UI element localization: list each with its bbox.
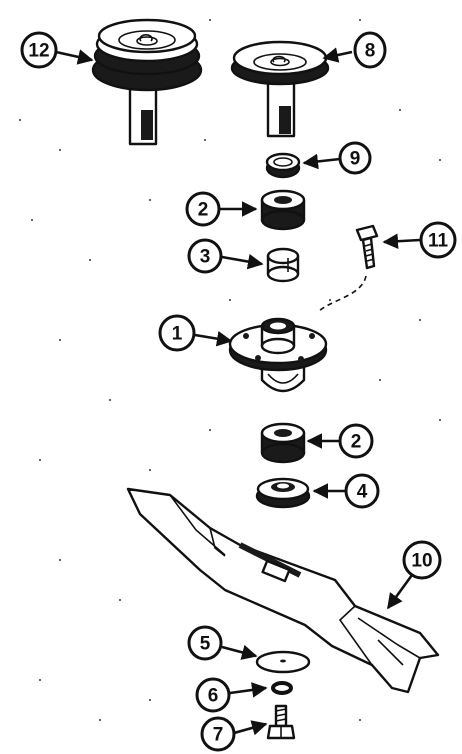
- double-pulley-part: [91, 18, 203, 146]
- callout-5: 5: [187, 625, 223, 661]
- mower-blade-part: [126, 487, 440, 694]
- callout-label: 12: [28, 41, 49, 62]
- callout-label: 9: [350, 149, 361, 170]
- leader-arrows: [55, 47, 421, 736]
- callout-7: 7: [200, 716, 236, 752]
- callout-label: 3: [200, 247, 211, 268]
- lower-bearing-part: [260, 422, 306, 464]
- spindle-housing-part: [228, 317, 328, 393]
- callout-label: 8: [365, 41, 376, 62]
- callout-label: 4: [357, 482, 368, 503]
- callout-label: 6: [208, 686, 219, 707]
- callout-9: 9: [338, 141, 372, 175]
- callout-3: 3: [187, 238, 223, 274]
- retainer-part: [255, 477, 311, 509]
- callout-label: 10: [411, 551, 432, 572]
- callout-label: 2: [351, 432, 362, 453]
- callout-label: 7: [213, 725, 224, 746]
- bushing-part: [266, 247, 300, 283]
- washer-part: [255, 650, 311, 674]
- bolt-part: [355, 224, 379, 270]
- callout-label: 2: [198, 200, 209, 221]
- callout-6: 6: [195, 677, 231, 713]
- single-pulley-part: [230, 40, 330, 138]
- callout-2-lower: 2: [338, 423, 374, 459]
- bolt-guide-line: [317, 275, 367, 313]
- lock-washer-part: [271, 681, 293, 695]
- blade-bolt-part: [266, 704, 296, 740]
- callout-1: 1: [158, 314, 196, 352]
- upper-bearing-part: [260, 189, 306, 231]
- callout-label: 1: [172, 324, 183, 345]
- callout-4: 4: [344, 473, 380, 509]
- callout-12: 12: [20, 31, 58, 69]
- callout-10: 10: [402, 540, 442, 580]
- callout-11: 11: [419, 221, 457, 259]
- spacer-ring-part: [265, 152, 301, 179]
- callout-8: 8: [353, 31, 387, 69]
- callout-label: 5: [200, 634, 211, 655]
- callout-2-upper: 2: [185, 191, 221, 227]
- callout-label: 11: [428, 231, 449, 252]
